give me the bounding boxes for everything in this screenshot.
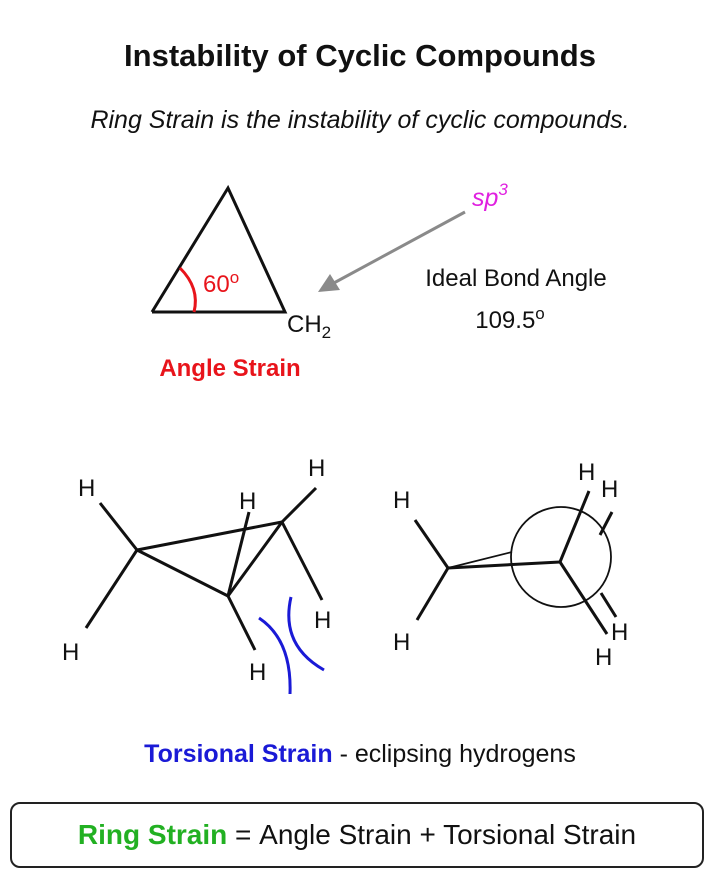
torsional-strain-desc: - eclipsing hydrogens — [332, 740, 576, 768]
angle-arc — [178, 266, 197, 313]
torsional-strain-caption: Torsional Strain - eclipsing hydrogens — [0, 740, 720, 769]
ring-strain-label: Ring Strain — [77, 819, 228, 850]
svg-text:H: H — [239, 488, 256, 515]
equals-sign: = — [227, 819, 260, 850]
angle-value: 60o — [203, 268, 239, 298]
svg-text:H: H — [78, 475, 95, 502]
svg-text:H: H — [393, 487, 410, 514]
eclipsing-arcs — [258, 596, 325, 695]
arrow-head-icon — [318, 274, 340, 292]
ideal-bond-angle-value: 109.5o — [475, 304, 545, 334]
sp3-label: sp3 — [472, 180, 508, 212]
arrow-line — [331, 210, 466, 286]
ideal-bond-angle-label: Ideal Bond Angle — [425, 265, 607, 292]
hydrogens-right: H H H H H H — [393, 459, 628, 671]
ring-strain-equation-box: Ring Strain = Angle Strain + Torsional S… — [10, 802, 704, 868]
svg-text:H: H — [611, 619, 628, 646]
svg-text:H: H — [314, 607, 331, 634]
svg-text:H: H — [393, 629, 410, 656]
ch2-label: CH2 — [287, 311, 331, 342]
svg-text:H: H — [249, 659, 266, 686]
svg-text:H: H — [308, 455, 325, 482]
title: Instability of Cyclic Compounds — [124, 38, 596, 73]
angle-strain-label: Angle Strain — [159, 355, 300, 382]
subtitle: Ring Strain is the instability of cyclic… — [90, 106, 630, 134]
newman-projection — [413, 490, 618, 635]
svg-text:H: H — [595, 644, 612, 671]
svg-text:H: H — [62, 639, 79, 666]
svg-text:H: H — [601, 476, 618, 503]
hydrogens-left: H H H H H H — [62, 455, 331, 686]
cyclopropane-3d — [84, 486, 324, 651]
torsional-strain-label: Torsional Strain — [144, 740, 333, 768]
cyclopropane-triangle — [150, 184, 288, 314]
svg-text:H: H — [578, 459, 595, 486]
equation-rhs: Angle Strain + Torsional Strain — [259, 819, 637, 850]
